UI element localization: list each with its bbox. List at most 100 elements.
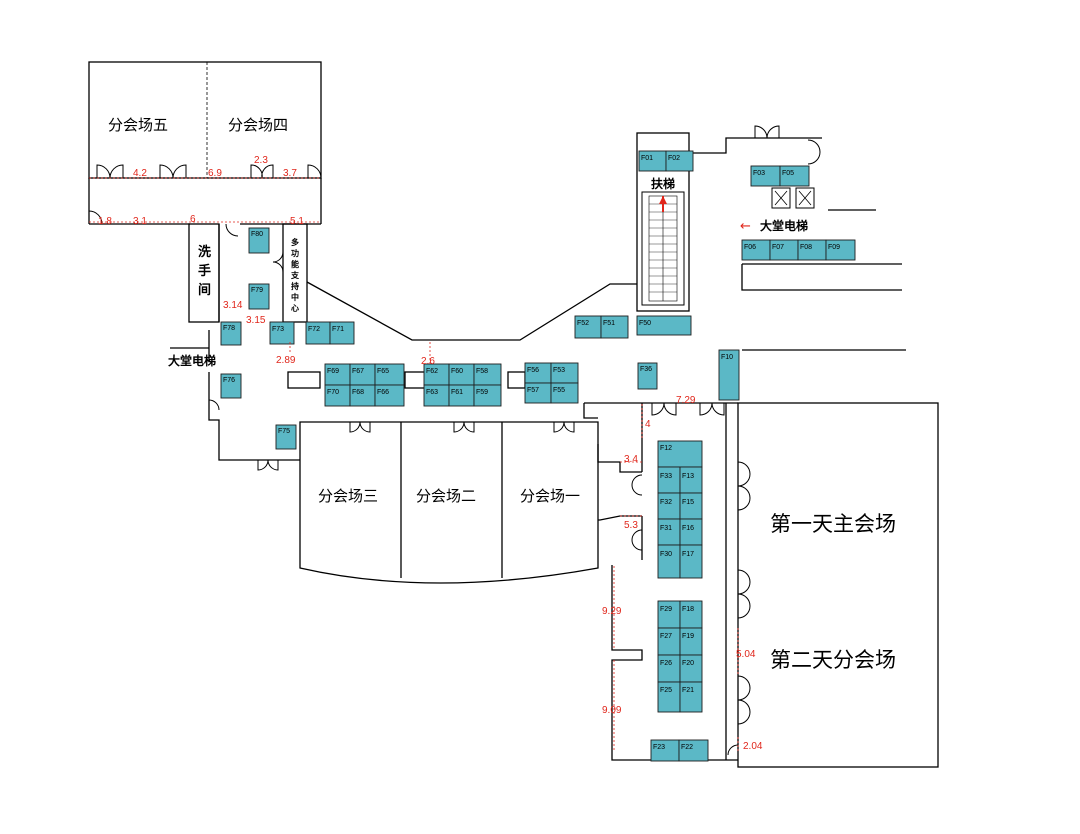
booth-F55[interactable]: F55 [550, 382, 579, 404]
booth-F01[interactable]: F01 [638, 150, 667, 172]
svg-text:3.4: 3.4 [624, 454, 638, 465]
booth-F78[interactable]: F78 [220, 321, 242, 346]
svg-text:F78: F78 [223, 325, 235, 332]
hall-block-top-left [88, 61, 322, 225]
booth-F32[interactable]: F32 [657, 492, 681, 520]
svg-text:洗: 洗 [198, 244, 211, 260]
booth-F68[interactable]: F68 [349, 384, 376, 407]
svg-text:2.89: 2.89 [276, 355, 296, 366]
svg-text:多: 多 [291, 237, 299, 247]
booth-F13[interactable]: F13 [679, 466, 703, 494]
booth-F67[interactable]: F67 [349, 363, 376, 386]
booth-F22[interactable]: F22 [678, 739, 709, 762]
booth-F18[interactable]: F18 [679, 600, 703, 629]
booth-F23[interactable]: F23 [650, 739, 680, 762]
room-fenhuichang-3: 分会场三 [318, 487, 378, 505]
escalator-label: 扶梯 [651, 176, 675, 191]
booth-F27[interactable]: F27 [657, 627, 681, 656]
booth-F09[interactable]: F09 [825, 239, 856, 261]
booth-F29[interactable]: F29 [657, 600, 681, 629]
lobby-elevator-right-label: 大堂电梯 [760, 218, 808, 233]
booth-F03[interactable]: F03 [750, 165, 781, 187]
booth-F57[interactable]: F57 [524, 382, 552, 404]
booth-F16[interactable]: F16 [679, 518, 703, 546]
svg-text:F23: F23 [653, 744, 665, 751]
svg-text:F67: F67 [352, 368, 364, 375]
svg-text:F76: F76 [223, 377, 235, 384]
svg-text:F29: F29 [660, 606, 672, 613]
svg-text:F12: F12 [660, 445, 672, 452]
svg-text:2.3: 2.3 [254, 155, 268, 166]
booth-F80[interactable]: F80 [248, 227, 270, 254]
booth-F50[interactable]: F50 [636, 315, 692, 336]
booth-F72[interactable]: F72 [305, 321, 331, 345]
svg-text:F63: F63 [426, 389, 438, 396]
booth-F10[interactable]: F10 [718, 349, 740, 401]
booth-F66[interactable]: F66 [374, 384, 405, 407]
lobby-elevator-left-label: 大堂电梯 [168, 353, 216, 368]
booth-F12[interactable]: F12 [657, 440, 703, 468]
booth-F79[interactable]: F79 [248, 283, 270, 310]
booth-F69[interactable]: F69 [324, 363, 351, 386]
booth-F75[interactable]: F75 [275, 424, 297, 450]
svg-text:功: 功 [291, 248, 299, 258]
svg-text:F27: F27 [660, 633, 672, 640]
booth-F15[interactable]: F15 [679, 492, 703, 520]
booth-F58[interactable]: F58 [473, 363, 502, 386]
multi-support-center-label: 多 功 能 支 持 中 心 [290, 237, 300, 313]
booth-F30[interactable]: F30 [657, 544, 681, 579]
booth-F26[interactable]: F26 [657, 654, 681, 683]
hall-block-bottom-center [299, 421, 599, 584]
svg-text:F03: F03 [753, 170, 765, 177]
svg-text:F62: F62 [426, 368, 438, 375]
svg-text:F31: F31 [660, 525, 672, 532]
svg-text:F51: F51 [603, 320, 615, 327]
booth-F02[interactable]: F02 [665, 150, 694, 172]
booth-F62[interactable]: F62 [423, 363, 450, 386]
svg-text:F19: F19 [682, 633, 694, 640]
dimension-annotations: 4.2 6.9 2.3 3.7 1.8 3.1 6 5.1 3.14 3.15 … [89, 155, 763, 752]
booth-F17[interactable]: F17 [679, 544, 703, 579]
booth-F20[interactable]: F20 [679, 654, 703, 683]
svg-text:F52: F52 [577, 320, 589, 327]
svg-text:5.04: 5.04 [736, 649, 756, 660]
room-fenhuichang-1: 分会场一 [520, 487, 580, 505]
booth-F33[interactable]: F33 [657, 466, 681, 494]
booth-F07[interactable]: F07 [769, 239, 799, 261]
booth-F56[interactable]: F56 [524, 362, 552, 384]
booth-F52[interactable]: F52 [574, 315, 602, 339]
booth-F25[interactable]: F25 [657, 681, 681, 713]
svg-text:F59: F59 [476, 389, 488, 396]
booth-F76[interactable]: F76 [220, 373, 242, 399]
booth-F70[interactable]: F70 [324, 384, 351, 407]
booth-F65[interactable]: F65 [374, 363, 405, 386]
booth-F59[interactable]: F59 [473, 384, 502, 407]
booth-F08[interactable]: F08 [797, 239, 827, 261]
booth-F05[interactable]: F05 [779, 165, 810, 187]
svg-text:F55: F55 [553, 387, 565, 394]
svg-text:F71: F71 [332, 326, 344, 333]
booth-F31[interactable]: F31 [657, 518, 681, 546]
booth-F61[interactable]: F61 [448, 384, 475, 407]
booth-F53[interactable]: F53 [550, 362, 579, 384]
booth-F63[interactable]: F63 [423, 384, 450, 407]
svg-text:F50: F50 [639, 320, 651, 327]
svg-text:心: 心 [291, 303, 299, 313]
svg-text:F56: F56 [527, 367, 539, 374]
booth-F19[interactable]: F19 [679, 627, 703, 656]
svg-text:1.8: 1.8 [98, 216, 112, 227]
svg-text:2.04: 2.04 [743, 741, 763, 752]
svg-text:7.29: 7.29 [676, 395, 696, 406]
booth-F21[interactable]: F21 [679, 681, 703, 713]
svg-text:F01: F01 [641, 155, 653, 162]
booth-F36[interactable]: F36 [637, 362, 658, 390]
booth-F06[interactable]: F06 [741, 239, 771, 261]
svg-text:4.2: 4.2 [133, 168, 147, 179]
svg-text:2.6: 2.6 [421, 356, 435, 367]
booth-F60[interactable]: F60 [448, 363, 475, 386]
booth-F73[interactable]: F73 [269, 321, 295, 345]
booth-F71[interactable]: F71 [329, 321, 355, 345]
booth-F51[interactable]: F51 [600, 315, 629, 339]
svg-text:F02: F02 [668, 155, 680, 162]
svg-text:F73: F73 [272, 326, 284, 333]
